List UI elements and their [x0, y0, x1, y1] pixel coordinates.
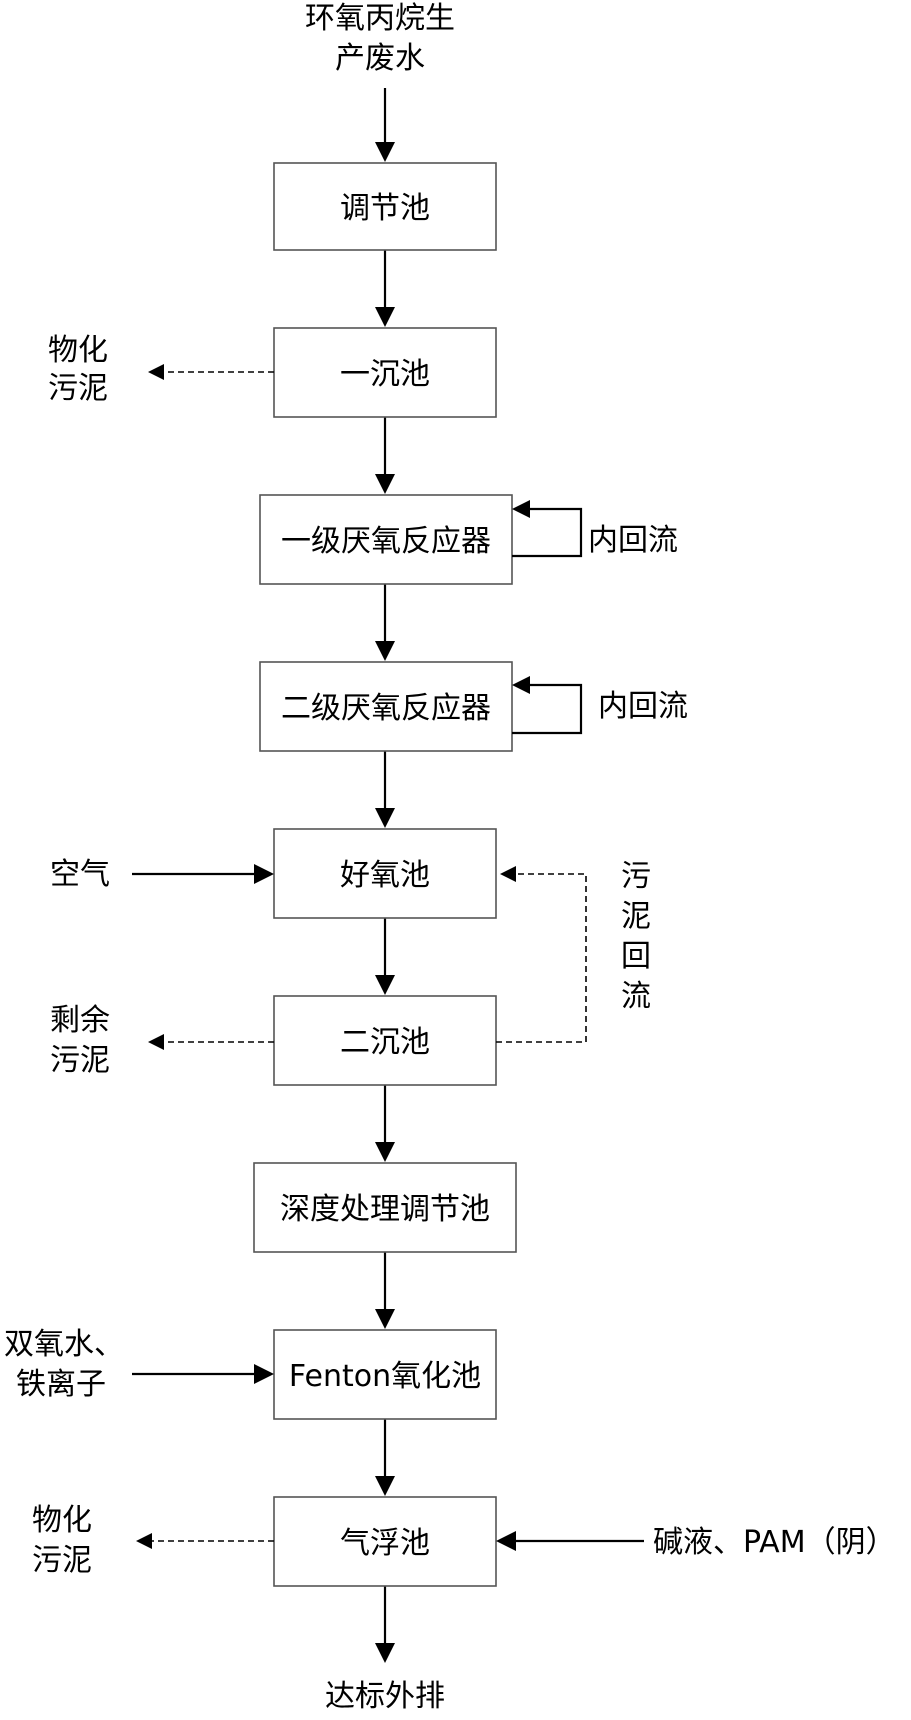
unit-label: 二级厌氧反应器: [281, 691, 491, 726]
internal-reflux-1-label: 内回流: [588, 523, 678, 558]
sludge-2-label-line2: 污泥: [32, 1543, 92, 1578]
output-label: 达标外排: [325, 1679, 445, 1714]
sludge-1-flow: 物化 污泥: [48, 333, 274, 406]
sludge-return-char-4: 流: [621, 979, 651, 1014]
unit-secondary-sedimentation: 二沉池: [273, 995, 497, 1086]
unit-label: 好氧池: [340, 858, 430, 893]
fenton-reagents-label-line1: 双氧水、: [4, 1327, 124, 1362]
sludge-1-label-line2: 污泥: [48, 371, 108, 406]
sludge-return-loop: 污 泥 回 流: [496, 859, 651, 1043]
air-label: 空气: [50, 857, 110, 892]
unit-anaerobic-reactor-1: 一级厌氧反应器: [259, 494, 513, 585]
fenton-reagents-input: 双氧水、 铁离子: [4, 1327, 274, 1402]
fenton-reagents-label-line2: 铁离子: [16, 1367, 106, 1402]
unit-label: 一级厌氧反应器: [281, 524, 491, 559]
flotation-reagents-input: 碱液、PAM（阴）: [496, 1525, 896, 1560]
sludge-2-flow: 物化 污泥: [32, 1503, 274, 1578]
unit-label: 深度处理调节池: [280, 1192, 490, 1227]
source-label-line2: 产废水: [335, 41, 425, 76]
unit-fenton-tank: Fenton氧化池: [273, 1329, 497, 1420]
flotation-reagents-label: 碱液、PAM（阴）: [653, 1525, 896, 1560]
unit-aerobic-tank: 好氧池: [273, 828, 497, 919]
sludge-2-label-line1: 物化: [32, 1503, 92, 1538]
sludge-return-char-3: 回: [621, 939, 651, 974]
source-label-line1: 环氧丙烷生: [305, 1, 455, 36]
excess-sludge-label-line2: 污泥: [50, 1043, 110, 1078]
excess-sludge-label-line1: 剩余: [50, 1003, 110, 1038]
unit-flotation-tank: 气浮池: [273, 1496, 497, 1587]
air-input: 空气: [50, 857, 274, 892]
unit-advanced-equalization: 深度处理调节池: [253, 1162, 517, 1253]
unit-label: 调节池: [340, 191, 430, 226]
unit-label: Fenton氧化池: [289, 1359, 481, 1394]
main-flow-arrows: [375, 88, 395, 1663]
internal-reflux-2-label: 内回流: [598, 689, 688, 724]
sludge-return-char-1: 污: [621, 859, 651, 894]
unit-label: 二沉池: [340, 1025, 430, 1060]
unit-primary-sedimentation: 一沉池: [273, 327, 497, 418]
internal-reflux-1-loop: 内回流: [512, 500, 678, 558]
unit-equalization-tank: 调节池: [273, 162, 497, 251]
internal-reflux-2-loop: 内回流: [512, 676, 688, 735]
unit-label: 气浮池: [340, 1526, 430, 1561]
sludge-1-label-line1: 物化: [48, 333, 108, 368]
excess-sludge-flow: 剩余 污泥: [50, 1003, 274, 1078]
unit-anaerobic-reactor-2: 二级厌氧反应器: [259, 661, 513, 752]
unit-label: 一沉池: [340, 357, 430, 392]
sludge-return-char-2: 泥: [621, 899, 651, 934]
